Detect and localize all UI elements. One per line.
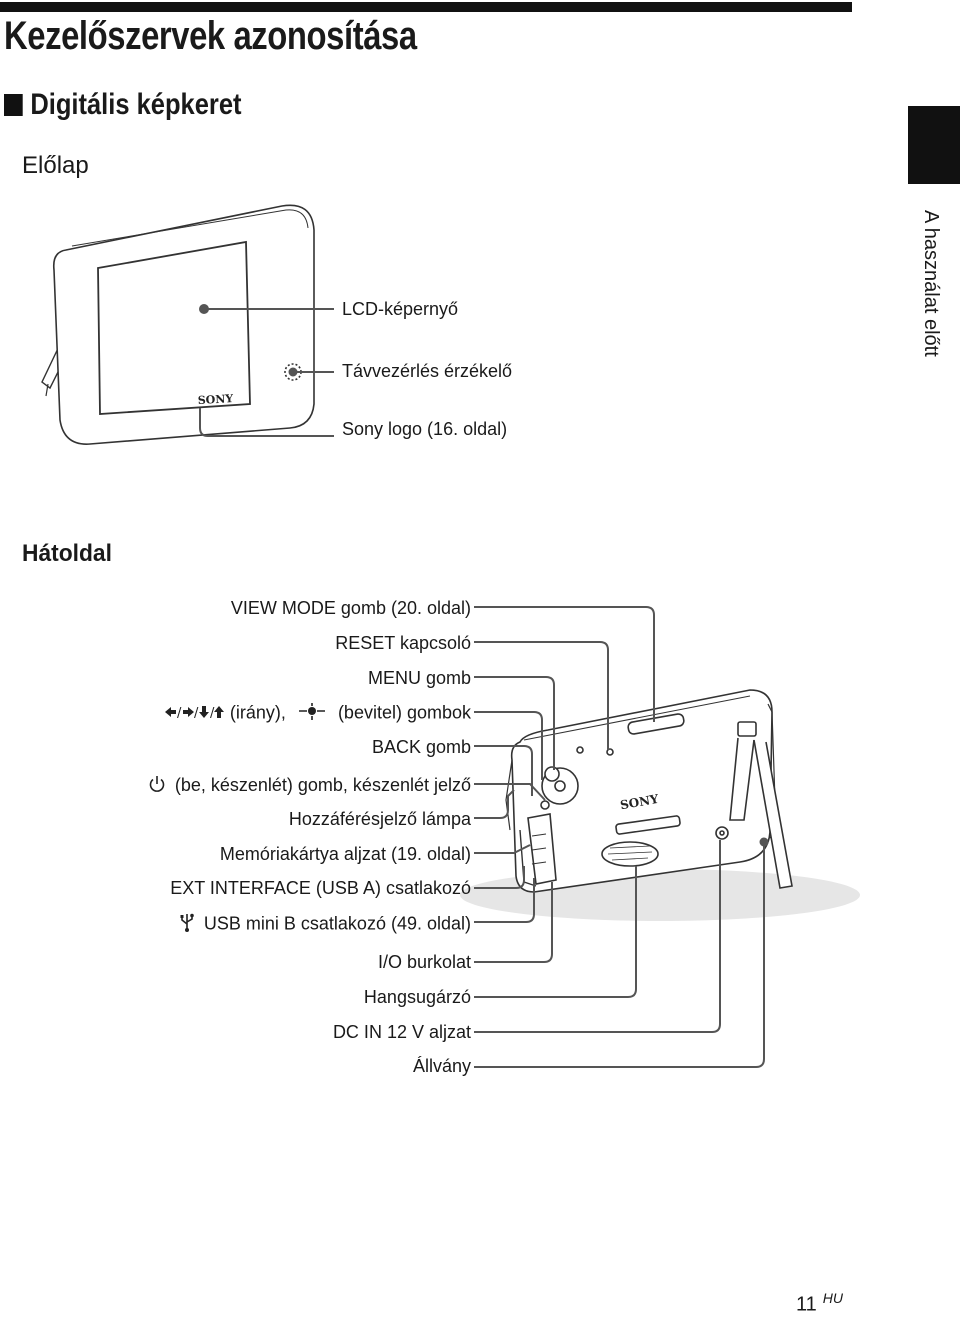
back-frame-illustration: SONY: [460, 689, 860, 921]
bullet-square-icon: [4, 94, 23, 116]
label-ext-interface: EXT INTERFACE (USB A) csatlakozó: [170, 878, 471, 898]
chapter-tab-text: A használat előtt: [920, 210, 942, 357]
enter-button-icon: [297, 701, 327, 726]
label-menu: MENU gomb: [367, 668, 471, 688]
label-sony-logo: Sony logo (16. oldal): [342, 419, 508, 439]
label-lcd-screen: LCD-képernyő: [342, 299, 459, 319]
usb-icon: [179, 912, 195, 937]
page-number: 11 HU: [796, 1290, 843, 1317]
top-rule: [0, 2, 852, 12]
back-leader-lines: [474, 606, 769, 1068]
label-io-cover: I/O burkolat: [377, 952, 471, 972]
power-icon: [148, 775, 166, 798]
front-heading: Előlap: [22, 152, 89, 179]
label-back: BACK gomb: [371, 737, 471, 757]
label-stand: Állvány: [412, 1056, 471, 1076]
svg-text:/: /: [210, 706, 215, 720]
chapter-tab: [908, 106, 960, 184]
front-sony-logo: SONY: [197, 392, 233, 407]
svg-text:/: /: [194, 706, 199, 720]
label-direction-text: (irány),: [229, 702, 286, 723]
language-code: HU: [822, 1290, 843, 1306]
label-memory-card: Memóriakártya aljzat (19. oldal): [219, 844, 471, 864]
back-heading: Hátoldal: [22, 540, 112, 567]
label-direction-enter: / / / (irány), (bevitel) gombok: [163, 701, 471, 726]
label-power: (be, készenlét) gomb, készenlét jelző: [148, 774, 471, 798]
label-power-text: (be, készenlét) gomb, készenlét jelző: [174, 775, 471, 795]
label-remote-sensor: Távvezérlés érzékelő: [342, 361, 513, 381]
page-title: Kezelőszervek azonosítása: [4, 14, 417, 58]
label-speaker: Hangsugárzó: [363, 987, 471, 1007]
label-dc-in: DC IN 12 V aljzat: [332, 1022, 471, 1042]
section-title-text: Digitális képkeret: [30, 88, 242, 121]
section-title: Digitális képkeret: [4, 88, 242, 122]
label-enter-text: (bevitel) gombok: [337, 702, 471, 723]
page-number-value: 11: [796, 1293, 817, 1316]
label-view-mode: VIEW MODE gomb (20. oldal): [230, 598, 471, 618]
front-leader-lines: [199, 304, 334, 437]
label-reset: RESET kapcsoló: [335, 633, 471, 653]
label-usb-mini: USB mini B csatlakozó (49. oldal): [179, 912, 471, 937]
label-usb-text: USB mini B csatlakozó (49. oldal): [203, 913, 471, 934]
svg-text:/: /: [177, 706, 182, 720]
front-frame-illustration: SONY: [41, 204, 315, 445]
label-access-lamp: Hozzáférésjelző lámpa: [288, 809, 471, 829]
direction-arrows-icon: / / /: [163, 703, 225, 725]
back-sony-logo: SONY: [619, 792, 660, 813]
